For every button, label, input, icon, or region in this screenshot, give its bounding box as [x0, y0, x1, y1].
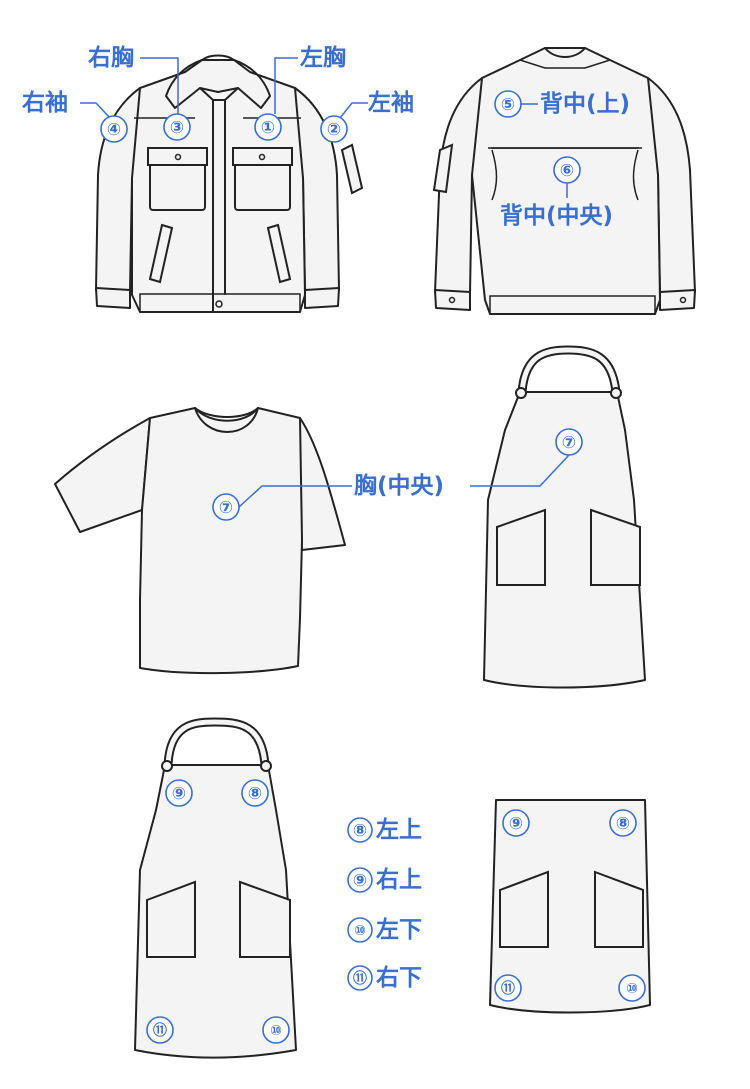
legend-marker-11 [347, 965, 373, 991]
apron-full-body [134, 764, 297, 1059]
right-sleeve-label: 右袖 [22, 89, 68, 116]
left-sleeve-label: 左袖 [368, 89, 414, 116]
jacket-back-labels: ⑤ 背中(上) ⑥ 背中(中央) [494, 90, 630, 229]
tshirt: ⑦ 胸(中央) [54, 407, 444, 675]
legend-11-number: ⑪ [353, 970, 367, 987]
marker-6-number: ⑥ [560, 161, 574, 181]
legend-marker-8 [347, 817, 373, 843]
apron-full: ⑨ ⑧ ⑪ ⑩ [134, 717, 297, 1059]
marker-9-apron-full [165, 779, 193, 807]
apron-bib-body [483, 391, 646, 689]
marker-10-apron-waist-number: ⑩ [626, 981, 638, 997]
jacket-front [95, 54, 364, 313]
marker-9-apron-full-number: ⑨ [172, 784, 186, 804]
legend-top-left-label: 左上 [376, 817, 422, 843]
marker-9-apron-waist [502, 809, 530, 837]
legend-bottom-left-label: 左下 [376, 917, 422, 943]
marker-10-apron-full [262, 1016, 290, 1044]
legend-marker-10 [347, 917, 373, 943]
marker-8-apron-full-number: ⑧ [248, 784, 262, 804]
chest-center-label: 胸(中央) [354, 472, 444, 499]
marker-10-apron-waist [618, 974, 646, 1002]
marker-4-number: ④ [107, 120, 121, 140]
position-legend: ⑧ 左上 ⑨ 右上 ⑩ 左下 ⑪ 右下 [347, 817, 422, 991]
jacket-front-labels: 右胸 左胸 右袖 左袖 ① ② ③ ④ [22, 44, 414, 143]
marker-8-apron-waist-number: ⑧ [616, 814, 630, 834]
legend-8-number: ⑧ [353, 821, 367, 841]
marker-4 [100, 115, 128, 143]
tshirt-body-shape [139, 407, 303, 675]
marker-10-apron-full-number: ⑩ [270, 1023, 282, 1039]
marker-11-apron-full-number: ⑪ [153, 1022, 167, 1039]
marker-11-apron-waist [494, 974, 522, 1002]
tshirt-sleeve-left [299, 417, 346, 551]
apron-waist-body [489, 799, 651, 1014]
legend-bottom-right-label: 右下 [376, 964, 422, 991]
marker-7-apron-number: ⑦ [562, 433, 576, 453]
right-chest-label: 右胸 [88, 44, 134, 71]
tshirt-sleeve-right [54, 417, 151, 533]
marker-2-number: ② [327, 120, 341, 140]
center-back-label: 背中(中央) [500, 203, 613, 229]
upper-back-label: 背中(上) [540, 91, 630, 117]
legend-marker-9 [347, 867, 373, 893]
marker-1 [254, 113, 282, 141]
legend-top-right-label: 右上 [376, 866, 422, 893]
marker-8-apron-full [241, 779, 269, 807]
left-chest-label: 左胸 [300, 44, 346, 71]
apron-waist: ⑨ ⑧ ⑪ ⑩ [489, 799, 651, 1014]
marker-3-number: ③ [170, 118, 184, 138]
legend-10-number: ⑩ [354, 923, 366, 939]
marker-9-apron-waist-number: ⑨ [509, 814, 523, 834]
legend-9-number: ⑨ [353, 871, 367, 891]
marker-11-apron-full [146, 1016, 174, 1044]
marker-8-apron-waist [609, 809, 637, 837]
marker-11-apron-waist-number: ⑪ [501, 980, 515, 997]
marker-3 [163, 113, 191, 141]
marker-2 [320, 115, 348, 143]
marker-7-tshirt-number: ⑦ [219, 498, 233, 518]
marker-1-number: ① [261, 118, 275, 138]
apron-bib: ⑦ [470, 345, 646, 689]
marker-5-number: ⑤ [501, 95, 515, 115]
